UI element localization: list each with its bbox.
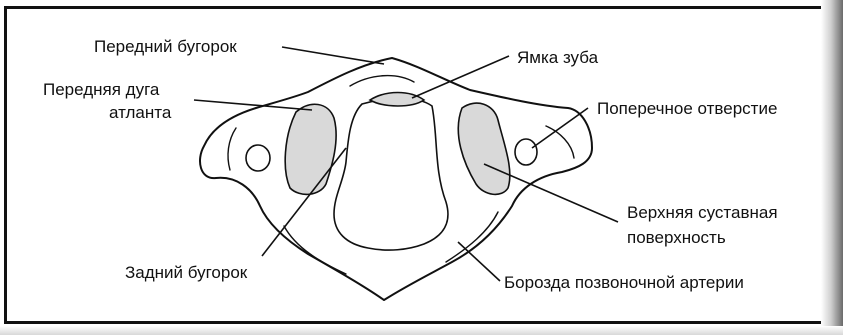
label-anterior-arch-line2: атланта [109,103,172,122]
leader-vertebral-artery-groove [458,242,500,281]
label-anterior-arch-line1: Передняя дуга [43,80,160,99]
label-posterior-tubercle: Задний бугорок [125,263,248,282]
label-transverse-foramen: Поперечное отверстие [597,99,777,118]
leader-anterior-tubercle [282,47,384,64]
scan-bottom-shadow [0,326,843,335]
right-transverse-foramen [515,139,537,165]
label-vertebral-artery-groove: Борозда позвоночной артерии [504,273,744,292]
label-superior-articular-line1: Верхняя суставная [627,203,778,222]
label-dens-facet: Ямка зуба [517,48,599,67]
label-anterior-tubercle: Передний бугорок [94,37,237,56]
scan-edge-shadow [821,0,843,335]
label-superior-articular-line2: поверхность [627,228,726,247]
left-transverse-foramen [246,145,270,171]
